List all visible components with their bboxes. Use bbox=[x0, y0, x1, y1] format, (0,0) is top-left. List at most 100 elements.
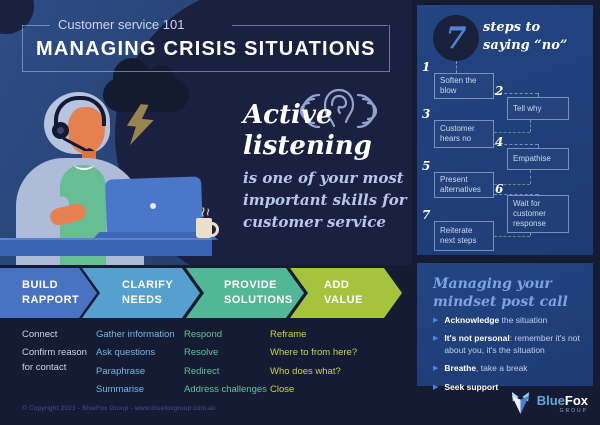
headset-earcup-icon bbox=[52, 122, 69, 139]
step-box-3: 3 Customer hears no bbox=[422, 107, 494, 148]
list-item: Gather information bbox=[96, 329, 175, 340]
steps-heading: steps to saying “no” bbox=[483, 19, 567, 54]
triangle-bullet-icon: ▶ bbox=[433, 317, 439, 324]
stage-label-line: VALUE bbox=[324, 294, 363, 306]
stage-chevron-build-rapport: BUILD RAPPORT bbox=[0, 268, 97, 318]
active-listening-ear-icon bbox=[299, 88, 378, 129]
subtext-line: is one of your most bbox=[243, 169, 404, 187]
list-item: Confirm reason for contact bbox=[22, 347, 87, 373]
flow-connector bbox=[538, 144, 539, 148]
page-title: MANAGING CRISIS SITUATIONS bbox=[36, 38, 376, 60]
title-frame bbox=[232, 25, 388, 26]
list-item: Reframe bbox=[270, 329, 307, 340]
active-listening-headline: Active listening bbox=[243, 100, 372, 162]
copyright-text: © Copyright 2021 - BlueFox Group - www.b… bbox=[22, 405, 216, 412]
triangle-bullet-icon: ▶ bbox=[433, 365, 439, 373]
step-box-6: 6 Wait for customer response bbox=[495, 182, 569, 233]
headline-line: Active bbox=[243, 100, 333, 130]
mindset-bullet: ▶ It's not personal: remember it's not a… bbox=[433, 333, 581, 356]
list-item: Ask questions bbox=[96, 347, 156, 359]
bullet-text: Seek support bbox=[444, 381, 499, 392]
step-label: Customer hears no bbox=[440, 124, 475, 143]
stage-label-line: ADD bbox=[324, 279, 350, 292]
stage-chevron-provide-solutions: PROVIDE SOLUTIONS bbox=[186, 268, 304, 318]
stage-label-line: SOLUTIONS bbox=[224, 294, 293, 306]
headline-line: listening bbox=[243, 131, 372, 162]
coffee-mug-icon bbox=[196, 218, 219, 238]
flow-connector bbox=[530, 170, 531, 184]
flow-connector bbox=[494, 236, 530, 237]
list-item: Close bbox=[270, 383, 295, 395]
desk bbox=[0, 238, 212, 256]
flow-connector bbox=[494, 194, 538, 195]
big-number: 7 bbox=[445, 20, 467, 56]
flow-connector bbox=[530, 120, 531, 132]
fox-icon bbox=[511, 392, 529, 414]
seven-steps-panel: 7 steps to saying “no” 1 Soften the blow… bbox=[417, 5, 593, 255]
steam-icon bbox=[201, 207, 210, 217]
bullet-text: It's not personal: remember it's not abo… bbox=[444, 333, 580, 355]
title-frame bbox=[22, 25, 390, 72]
step-label: Wait for customer response bbox=[513, 199, 546, 228]
stage-items-provide-solutions: Respond Resolve Redirect Address challen… bbox=[184, 328, 274, 401]
stage-items-add-value: Reframe Where to from here? Who does wha… bbox=[270, 328, 380, 401]
list-item: Who does what? bbox=[270, 365, 341, 377]
logo-wordmark: BlueFox bbox=[536, 392, 588, 408]
mindset-list: ▶ Acknowledge the situation ▶ It's not p… bbox=[433, 315, 581, 400]
mindset-title-line: mindset post call bbox=[433, 294, 568, 311]
list-item: Respond bbox=[184, 329, 223, 340]
flow-connector bbox=[494, 184, 530, 185]
stage-label-line: RAPPORT bbox=[22, 294, 80, 306]
bluefox-logo: BlueFox GROUP bbox=[510, 392, 588, 415]
step-box-7: 7 Reiterate next steps bbox=[422, 208, 494, 251]
stage-label-line: BUILD bbox=[22, 279, 59, 292]
step-box-5: 5 Present alternatives bbox=[422, 159, 494, 198]
kicker-text: Customer service 101 bbox=[58, 17, 185, 32]
agent-collar bbox=[74, 158, 94, 170]
flow-connector bbox=[494, 93, 538, 94]
mindset-bullet: ▶ Seek support bbox=[433, 382, 581, 393]
step-number: 7 bbox=[422, 208, 431, 222]
stage-label-line: PROVIDE bbox=[224, 279, 278, 292]
stage-label-line: NEEDS bbox=[122, 294, 163, 306]
storm-cloud-icon bbox=[103, 58, 189, 112]
bullet-text: Breathe, take a break bbox=[444, 363, 528, 374]
step-number: 2 bbox=[495, 84, 504, 98]
stage-items-build-rapport: Connect Confirm reason for contact bbox=[22, 328, 94, 379]
subtext-line: important skills for bbox=[243, 190, 407, 209]
logo-group-label: GROUP bbox=[559, 407, 588, 414]
flow-connector bbox=[456, 61, 457, 73]
laptop-logo-dot bbox=[150, 203, 156, 209]
list-item: Summarise bbox=[96, 383, 145, 395]
step-number: 3 bbox=[422, 107, 431, 121]
subtext-line: customer service bbox=[243, 212, 386, 231]
list-item: Connect bbox=[22, 329, 58, 340]
step-number: 6 bbox=[495, 182, 504, 196]
step-number: 4 bbox=[495, 135, 504, 149]
stage-items-clarify-needs: Gather information Ask questions Paraphr… bbox=[96, 328, 184, 401]
stage-chevron-clarify-needs: CLARIFY NEEDS bbox=[82, 268, 200, 318]
flow-connector bbox=[538, 93, 539, 97]
step-box-4: 4 Empathise bbox=[495, 135, 569, 170]
bullet-text: Acknowledge the situation bbox=[444, 315, 548, 325]
list-item: Where to from here? bbox=[270, 347, 358, 359]
mindset-bullet: ▶ Acknowledge the situation bbox=[433, 315, 581, 326]
step-label: Present alternatives bbox=[440, 175, 481, 194]
flow-connector bbox=[530, 233, 531, 236]
step-number: 5 bbox=[422, 159, 431, 173]
triangle-bullet-icon: ▶ bbox=[433, 383, 439, 391]
steps-heading-line: steps to bbox=[483, 20, 541, 35]
mindset-title-line: Managing your bbox=[433, 276, 552, 292]
active-listening-subtext: is one of your most important skills for… bbox=[243, 168, 407, 233]
stage-chevron-add-value: ADD VALUE bbox=[290, 268, 402, 318]
triangle-bullet-icon: ▶ bbox=[433, 335, 439, 343]
step-box-1: 1 Soften the blow bbox=[422, 60, 494, 99]
step-box-2: 2 Tell why bbox=[495, 84, 569, 120]
list-item: Resolve bbox=[184, 347, 219, 359]
mindset-bullet: ▶ Breathe, take a break bbox=[433, 363, 581, 374]
background-blob bbox=[230, 0, 412, 265]
list-item: Redirect bbox=[184, 365, 220, 377]
step-label: Soften the blow bbox=[440, 76, 477, 95]
title-frame bbox=[22, 25, 50, 26]
